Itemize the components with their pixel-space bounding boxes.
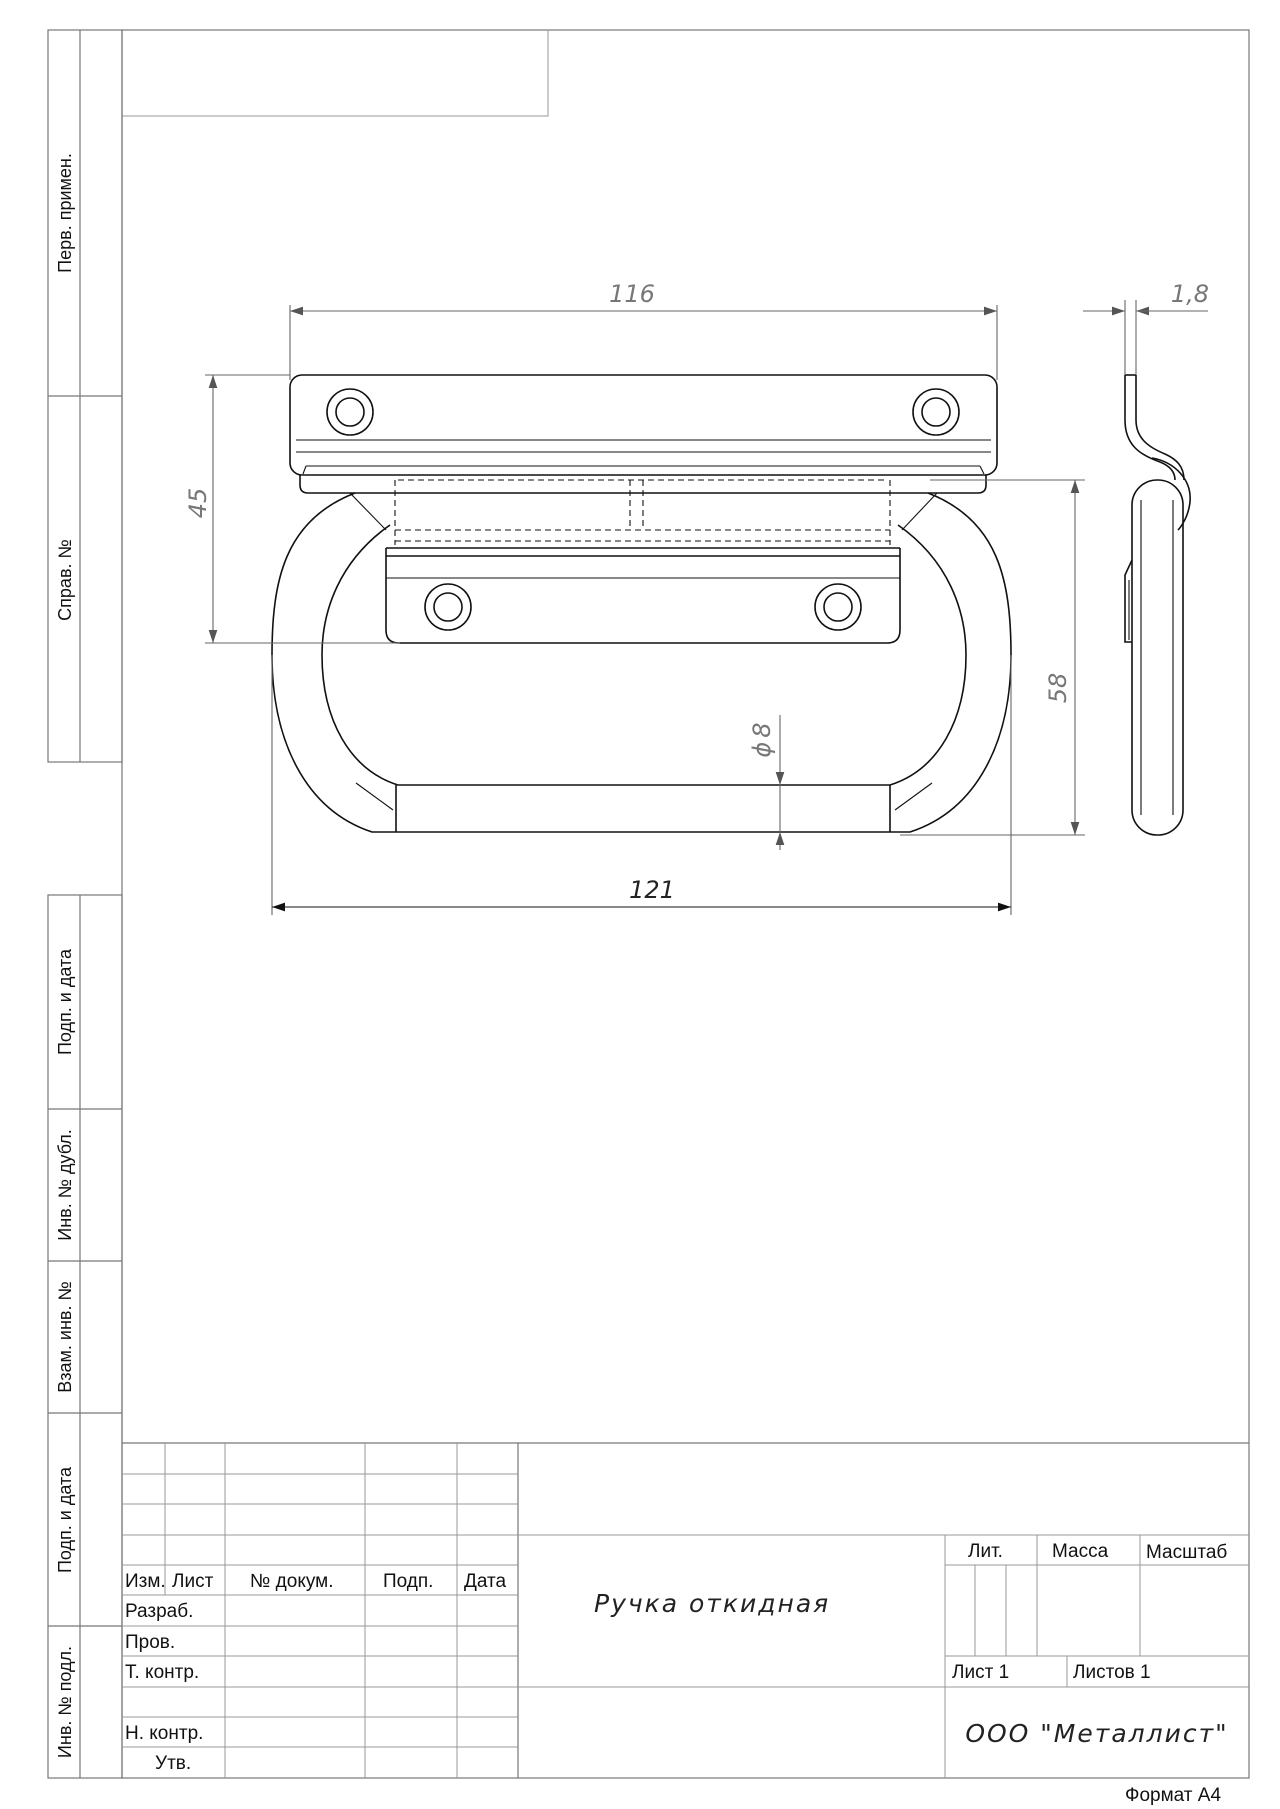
stamp-podp-data-1: Подп. и дата [55,948,75,1055]
role-utv: Утв. [155,1753,191,1774]
stamp-sprav-no: Справ. № [55,539,75,621]
dimensions: 116 1,8 45 58 ϕ8 121 [184,280,1209,915]
header-list: Лист [172,1571,214,1592]
mounting-hole [823,592,853,622]
mounting-hole [326,388,374,436]
dim-thickness: 1,8 [1171,280,1209,308]
side-stamp-labels: Перв. примен. Справ. № Подп. и дата Инв.… [55,153,75,1758]
header-data: Дата [464,1571,507,1592]
mounting-hole [912,388,960,436]
stamp-inv-no-dubl: Инв. № дубл. [55,1129,75,1240]
label-masshtab: Масштаб [1146,1542,1227,1563]
label-lit: Лит. [968,1541,1003,1562]
role-prov: Пров. [125,1632,175,1653]
sheet-frame [47,29,1250,1779]
label-sheet: Лист 1 [952,1662,1009,1683]
dim-left-height: 45 [184,488,212,519]
dim-right-height: 58 [1044,673,1072,704]
header-izm: Изм. [125,1571,166,1592]
stamp-inv-no-podl: Инв. № подл. [55,1646,75,1758]
title-block: Изм. Лист № докум. Подп. Дата Разраб. Пр… [122,1442,1249,1778]
dim-top-width: 116 [609,280,655,308]
handle-front-view [271,374,1012,833]
dim-overall-width: 121 [629,876,675,904]
mounting-hole [335,397,365,427]
mounting-hole [424,583,472,631]
label-massa: Масса [1052,1541,1109,1562]
handle-side-view [1124,374,1191,836]
role-n-kontr: Н. контр. [125,1723,203,1744]
part-name: Ручка откидная [594,1589,830,1618]
role-t-kontr: Т. контр. [125,1662,199,1683]
stamp-podp-data-2: Подп. и дата [55,1466,75,1573]
format-label: Формат А4 [1125,1785,1221,1806]
role-razrab: Разраб. [125,1601,193,1622]
mounting-hole [433,592,463,622]
mounting-hole [921,397,951,427]
header-podp: Подп. [383,1571,433,1592]
stamp-perv-primen: Перв. примен. [55,153,75,273]
header-no-dokum: № докум. [250,1571,333,1592]
label-sheets: Листов 1 [1073,1662,1151,1683]
mounting-hole [814,583,862,631]
company-name: ООО "Металлист" [965,1719,1228,1748]
stamp-vzam-inv-no: Взам. инв. № [55,1281,75,1393]
dim-diameter: ϕ8 [748,722,776,757]
